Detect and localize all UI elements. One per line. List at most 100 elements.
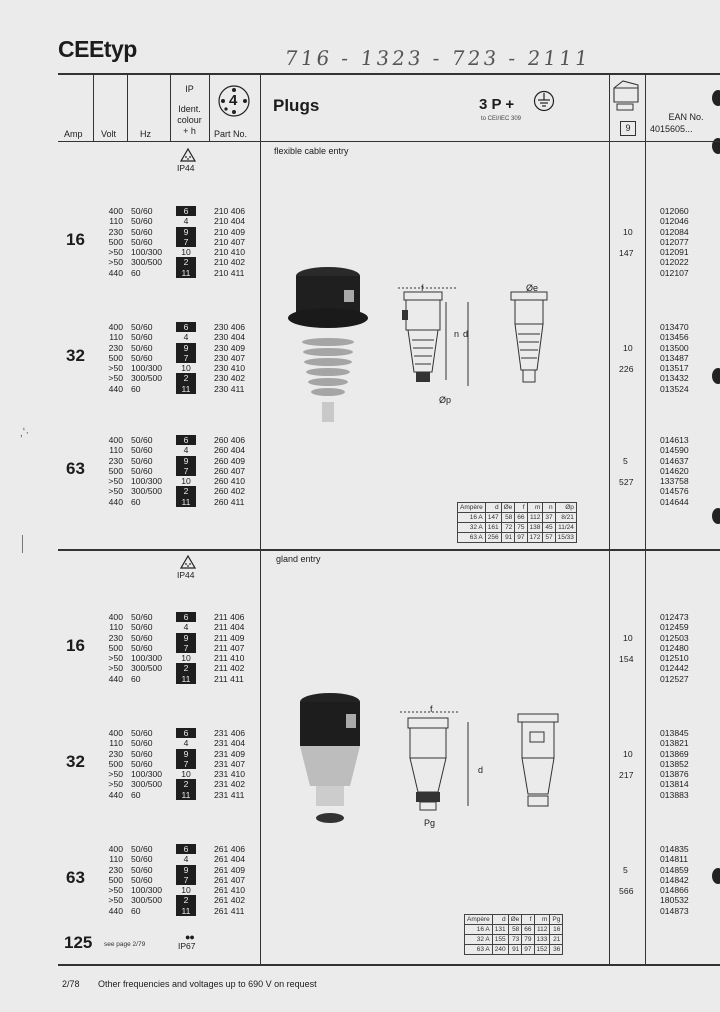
colour-code-cell: 11 [176,267,196,279]
part-number-cell: 261 404 [214,854,246,865]
ean-cell: 012510 [660,653,689,664]
part-number-cell: 210 402 [214,257,246,268]
frequency-cell: 300/500 [131,895,163,906]
amp-rating: 16 [66,230,85,249]
voltage-cell: 400 [108,728,123,738]
ip-rating: IP44 [177,163,195,173]
table-header-cell: d [484,502,502,513]
voltage-cell: 400 [108,435,123,445]
voltage-cell: 400 [108,206,123,216]
ean-cell: 013852 [660,758,689,769]
ean-cell: 012480 [660,642,689,653]
ean-cell: 012084 [660,226,689,237]
frequency-cell: 50/60 [131,844,153,854]
frequency-cell: 50/60 [131,632,153,643]
footer-note: Other frequencies and voltages up to 690… [98,979,317,989]
column-divider [260,75,261,965]
weight-grams: 217 [619,770,634,780]
colour-code-cell: 10 [181,247,191,258]
table-header-cell: n [542,502,556,513]
plug-photo [278,262,388,442]
table-cell: 37 [542,512,556,523]
table-cell: 32 A [457,522,486,533]
table-cell: 97 [521,944,535,955]
pack-quantity: 5 [623,865,628,875]
colour-code-cell: 7 [176,758,196,770]
frequency-cell: 60 [131,905,141,916]
colour-code-cell: 6 [176,435,196,446]
table-cell: 131 [491,924,509,935]
part-number-cell: 261 409 [214,864,246,875]
ean-cell: 014835 [660,844,689,854]
ean-cell: 012107 [660,267,689,278]
voltage-cell: >50 [108,895,123,906]
part-number-cell: 211 410 [214,653,245,664]
handwritten-note: 716 - 1323 - 723 - 2111 [283,46,593,70]
voltage-cell: >50 [108,779,123,790]
frequency-cell: 300/500 [131,779,163,790]
column-divider [645,75,646,965]
header-ip-label: IP [185,84,194,94]
part-number-cell: 231 404 [214,738,246,749]
voltage-cell: >50 [108,653,123,664]
part-number-cell: 211 402 [214,663,245,674]
colour-code-cell: 4 [183,622,189,633]
colour-code-cell: 2 [176,663,196,674]
colour-code-cell: 6 [176,206,196,217]
voltage-cell: 110 [109,445,123,456]
frequency-cell: 60 [131,496,141,507]
part-number-cell: 231 410 [214,769,246,780]
weight-grams: 527 [619,477,634,487]
voltage-cell: 400 [108,612,123,622]
part-number-cell: 211 409 [214,632,245,643]
amp-rating: 63 [66,459,85,478]
voltage-cell: 230 [108,748,123,759]
header-top-rule [58,73,720,75]
voltage-cell: 440 [108,789,123,800]
amp-rating: 32 [66,752,85,771]
voltage-cell: 110 [109,854,123,865]
table-cell: 32 A [464,934,493,945]
table-header-cell: d [491,914,509,925]
frequency-cell: 50/60 [131,342,153,353]
table-cell: 161 [484,522,502,533]
table-cell: 75 [514,522,528,533]
frequency-cell: 50/60 [131,445,153,456]
pack-quantity: 10 [623,633,633,643]
colour-code-cell: 2 [176,895,196,906]
weight-grams: 154 [619,654,634,664]
table-cell: 155 [491,934,509,945]
voltage-cell: 440 [108,905,123,916]
ean-cell: 014644 [660,496,689,507]
ip-rating: IP44 [177,570,195,580]
voltage-cell: >50 [108,769,123,780]
pack-quantity: 5 [623,456,628,466]
dim-label-pg: Pg [424,818,436,828]
voltage-cell: >50 [108,476,123,487]
binder-hole-mark [712,508,720,524]
see-page-link[interactable]: see page 2/79 [104,941,146,948]
colour-code-cell: 6 [176,728,196,739]
header-ident-label: Ident. [178,104,201,114]
table-cell: 91 [500,532,516,543]
amp-125: 125 [64,933,93,952]
part-number-cell: 210 409 [214,226,246,237]
table-cell: 15/33 [554,532,577,543]
part-number-cell: 230 410 [214,363,246,374]
colour-code-cell: 2 [176,373,196,384]
table-cell: 240 [491,944,509,955]
pack-quantity: 10 [623,227,633,237]
part-number-cell: 260 407 [214,465,246,476]
colour-code-cell: 10 [181,885,191,896]
